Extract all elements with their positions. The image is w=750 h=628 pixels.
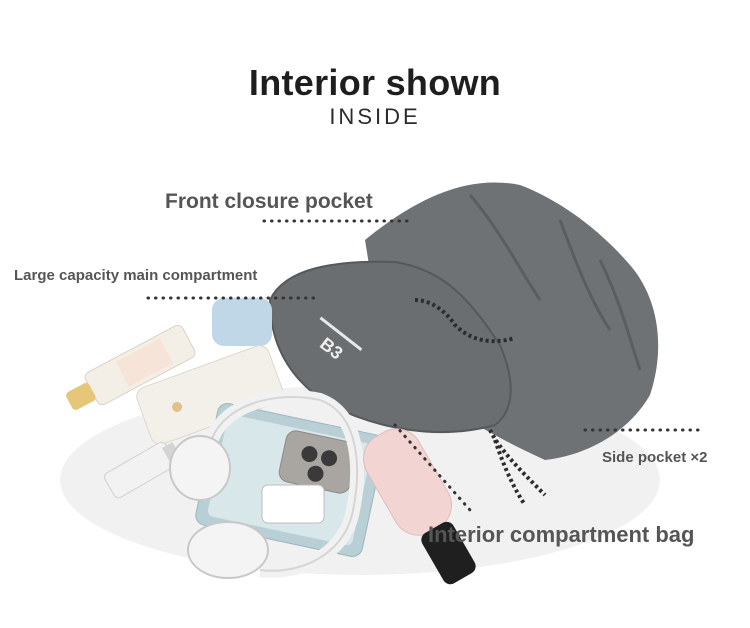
phone [278,430,358,494]
water-bottle [66,324,196,410]
callout-side-pocket: Side pocket ×2 [602,449,708,466]
callout-main-compartment: Large capacity main compartment [14,267,258,284]
headphone-cup-left [169,435,231,501]
page-title: Interior shown [248,62,502,103]
power-bank [261,484,325,524]
headphones [169,390,365,579]
blue-cup [212,298,272,346]
drawstring-bottom [488,429,547,507]
drawstring-top [414,298,516,344]
bag-flap-folds [468,194,642,371]
callout-interior-compartment-bag: Interior compartment bag [428,522,695,547]
umbrella [363,428,476,585]
page-subtitle: INSIDE [329,104,421,129]
headphone-cup-right [187,521,269,579]
callout-front-closure-pocket: Front closure pocket [165,190,373,213]
callout-leaders [146,219,707,512]
